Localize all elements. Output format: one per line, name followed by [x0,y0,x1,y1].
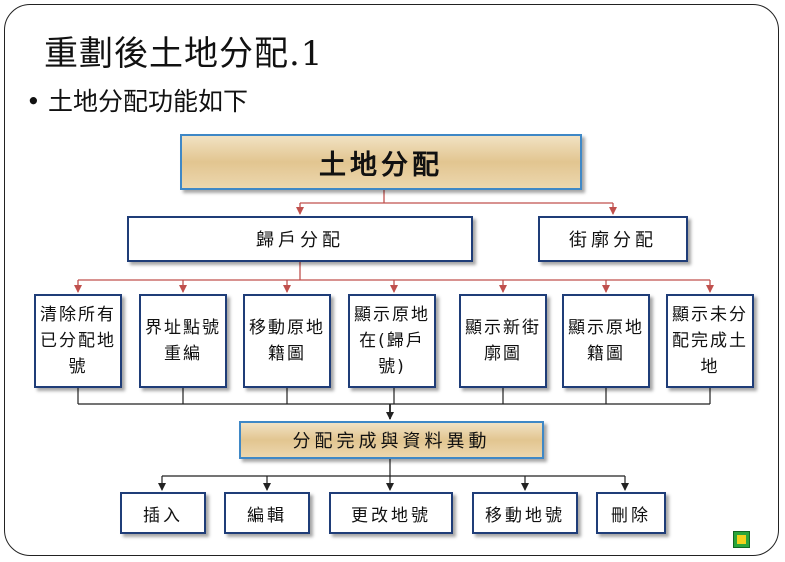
action-move-number: 移動地號 [472,492,578,534]
action-connectors [158,459,629,491]
bullet-item: •土地分配功能如下 [26,82,248,118]
action-insert: 插入 [120,492,206,534]
bullet-dot-icon: • [26,87,41,116]
action-change-number: 更改地號 [329,492,453,534]
merge-connectors [77,388,711,420]
logo-icon [733,531,750,548]
root-node: 土地分配 [180,134,582,190]
leaf-node-renumber: 界址點號重編 [139,294,227,388]
bullet-text: 土地分配功能如下 [48,87,249,116]
merge-node: 分配完成與資料異動 [239,421,544,459]
leaf-node-show-original-land: 顯示原地在(歸戶號) [348,294,436,388]
node-household-allocation: 歸戶分配 [127,216,473,262]
action-edit: 編輯 [224,492,310,534]
leaf-connectors [74,262,714,293]
leaf-node-show-new-block: 顯示新街廓圖 [459,294,547,388]
action-delete: 刪除 [596,492,666,534]
leaf-node-show-original-map: 顯示原地籍圖 [562,294,650,388]
leaf-node-clear: 清除所有已分配地號 [34,294,122,388]
slide-title: 重劃後土地分配.1 [44,34,324,74]
leaf-node-show-unallocated: 顯示未分配完成土地 [666,294,754,388]
leaf-node-move-map: 移動原地籍圖 [243,294,331,388]
node-block-allocation: 街廓分配 [538,216,688,262]
root-connectors [296,190,617,215]
